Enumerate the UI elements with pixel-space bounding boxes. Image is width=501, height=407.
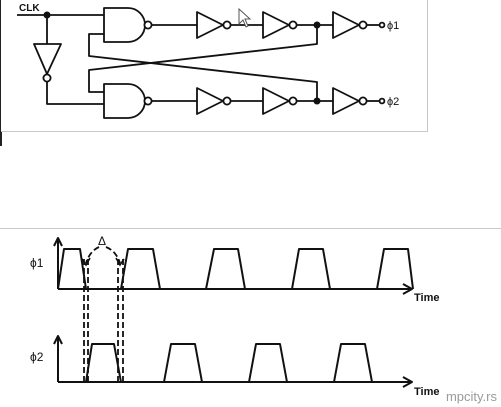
phi1-pulse	[120, 248, 161, 290]
feedback-wire-top-to-bottom	[88, 25, 318, 93]
circuit-svg: CLK ϕ1 ϕ2	[17, 3, 399, 119]
nand-top-bubble	[143, 20, 153, 30]
feedback-wire-bottom-to-top	[88, 33, 318, 101]
phi1-y-arrow	[53, 237, 63, 247]
nand-gate-bottom	[103, 83, 146, 119]
phi1-pulse	[291, 248, 331, 290]
timing-svg: ϕ1 ϕ2 Δ Time Time	[30, 234, 439, 398]
inverter-bottom-3	[332, 87, 360, 115]
delta-arrow-right	[105, 246, 121, 264]
phi1-pulse	[376, 248, 414, 290]
inverter-top-3	[332, 11, 360, 39]
phi2-pulse	[163, 343, 203, 383]
phi2-y-arrow	[53, 335, 63, 345]
delta-arrow-left	[85, 246, 100, 264]
nand-gate-top	[103, 7, 146, 43]
phi2-pulse	[248, 343, 288, 383]
timing-diagram: ϕ1 ϕ2 Δ Time Time	[0, 228, 501, 407]
clk-label: CLK	[19, 3, 40, 14]
mouse-cursor-icon	[238, 7, 252, 28]
phi2-output-label: ϕ2	[387, 96, 399, 108]
inverter-top-1	[196, 11, 224, 39]
input-inverter-triangle	[33, 43, 62, 75]
phi2-x-arrow	[402, 376, 413, 388]
phi2-pulse	[85, 343, 122, 383]
phi1-pulse	[205, 248, 246, 290]
time-axis-label-top: Time	[414, 292, 439, 304]
phi1-pulse	[57, 248, 87, 290]
phi2-pulse	[333, 343, 373, 383]
nand-bottom-bubble	[143, 96, 153, 106]
inverter-top-2	[262, 11, 290, 39]
phi2-axis-label: ϕ2	[30, 350, 44, 364]
inverter-bottom-1	[196, 87, 224, 115]
input-inverter-bubble	[42, 73, 52, 83]
time-axis-label-bottom: Time	[414, 386, 439, 398]
phi1-axis-label: ϕ1	[30, 256, 44, 270]
clk-bar-wire	[46, 82, 104, 105]
delta-label: Δ	[98, 234, 106, 248]
phi1-output-label: ϕ1	[387, 20, 399, 32]
clock-generator-circuit: CLK ϕ1 ϕ2	[1, 0, 428, 132]
watermark-text: mpcity.rs	[445, 389, 497, 404]
inverter-bottom-2	[262, 87, 290, 115]
